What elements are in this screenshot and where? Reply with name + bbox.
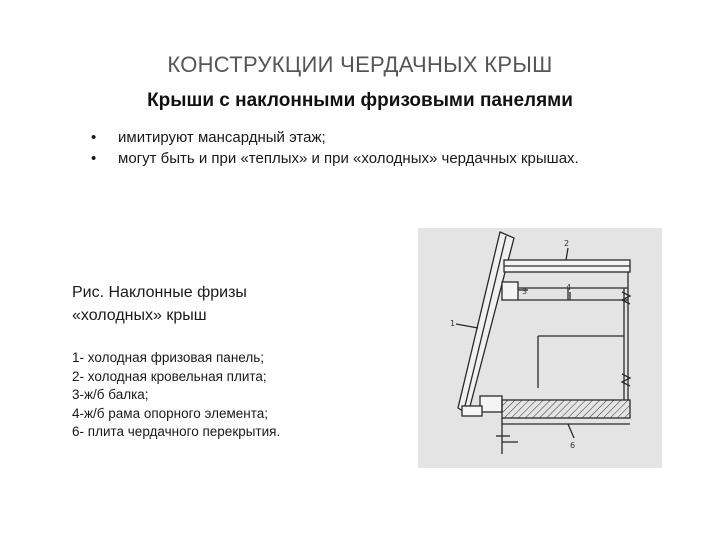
legend-item: 1- холодная фризовая панель; <box>72 350 264 365</box>
slide-title: КОНСТРУКЦИИ ЧЕРДАЧНЫХ КРЫШ <box>167 52 553 77</box>
drawing-label-3: 3 <box>522 287 527 296</box>
legend-item: 2- холодная кровельная плита; <box>72 368 267 384</box>
bullet-item: имитируют мансардный этаж; <box>88 127 608 148</box>
figure-caption-line: «холодных» крыш <box>72 307 207 324</box>
figure-caption: Рис. Наклонные фризы «холодных» крыш <box>72 281 372 327</box>
legend-item: 3-ж/б балка; <box>72 387 149 402</box>
figure-caption-line: Рис. Наклонные фризы <box>72 284 247 301</box>
bullet-list: имитируют мансардный этаж; могут быть и … <box>88 127 608 169</box>
drawing-label-4: 4 <box>566 283 571 292</box>
roof-section-svg: 2 3 4 1 6 <box>418 228 662 468</box>
drawing-label-2: 2 <box>564 239 569 248</box>
drawing-lines <box>455 231 632 454</box>
drawing-label-6: 6 <box>570 441 575 450</box>
legend-item: 6- плита чердачного перекрытия. <box>72 424 281 439</box>
roof-section-drawing: 2 3 4 1 6 <box>418 228 662 468</box>
legend-item: 4-ж/б рама опорного элемента; <box>72 405 269 421</box>
bullet-item: могут быть и при «теплых» и при «холодны… <box>88 148 608 169</box>
slide-subtitle: Крыши с наклонными фризовыми панелями <box>147 90 573 111</box>
drawing-label-1: 1 <box>450 319 455 328</box>
figure-legend: 1- холодная фризовая панель; 2- холодная… <box>72 349 382 442</box>
